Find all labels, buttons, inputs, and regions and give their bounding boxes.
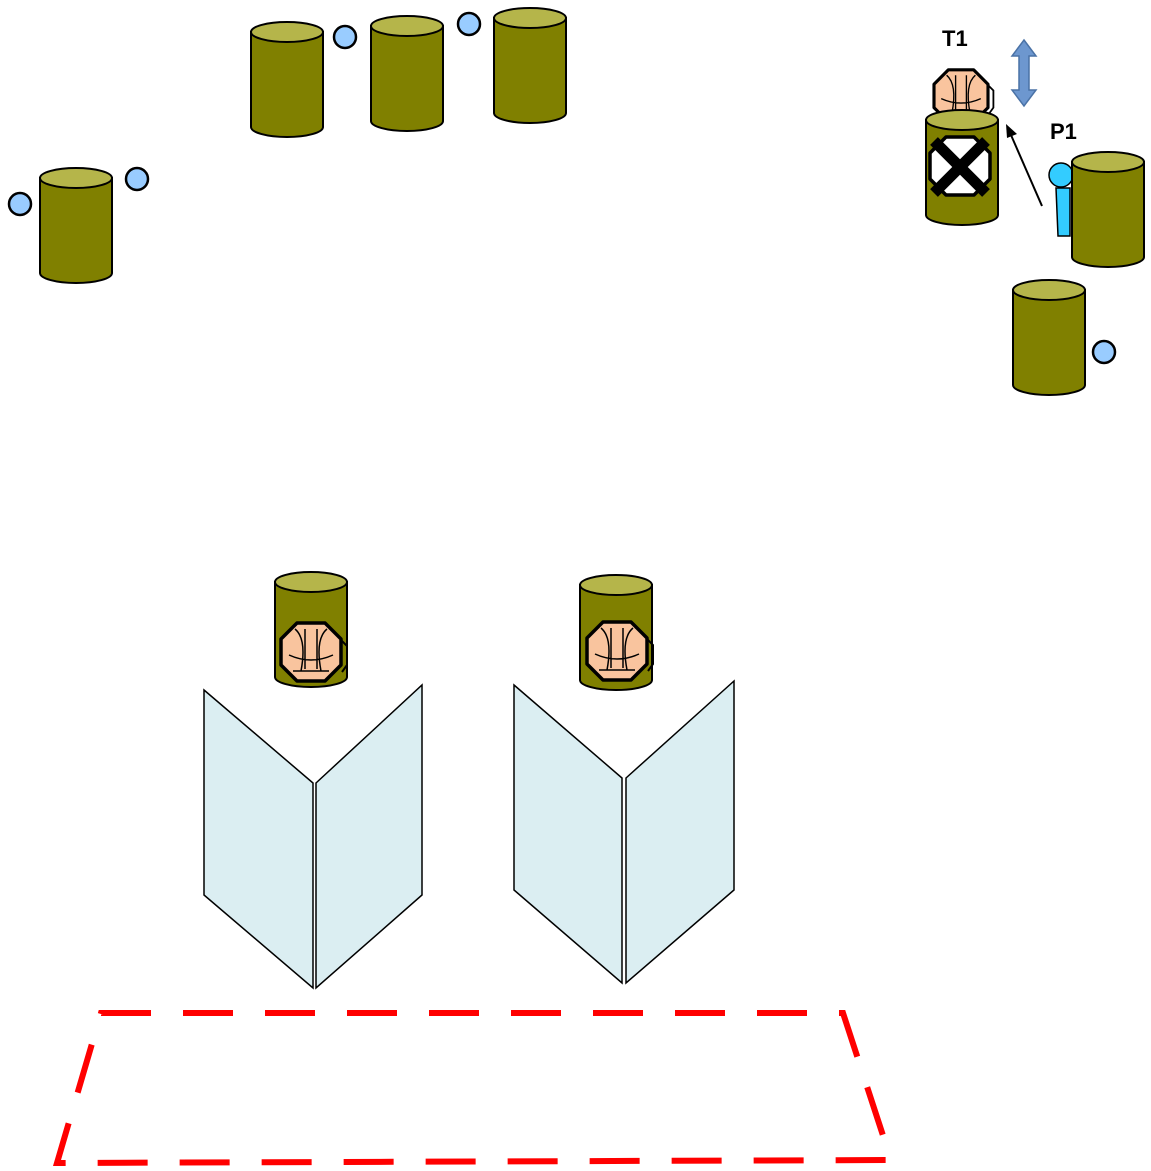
barrel-top-3: [493, 7, 567, 124]
up-down-arrow-icon: [1010, 38, 1038, 108]
barrel-right-lower: [1012, 279, 1086, 396]
player-label: P1: [1050, 119, 1077, 144]
barrel-top-1: [250, 21, 324, 138]
circle-marker-icon: [1091, 339, 1117, 365]
wall-v-left: [203, 683, 423, 990]
target-label: T1: [942, 26, 968, 51]
circle-marker-icon: [332, 24, 358, 50]
barrel-p1: [1071, 151, 1145, 268]
no-shoot-x-icon: [928, 135, 992, 197]
circle-marker-icon: [7, 191, 33, 217]
barrel-left: [39, 167, 113, 284]
shooter-icon: [1048, 162, 1074, 237]
circle-marker-icon: [124, 166, 150, 192]
circle-marker-icon: [456, 11, 482, 37]
start-box: [52, 1010, 896, 1167]
shooting-direction-arrow: [1006, 124, 1043, 207]
wall-v-right: [513, 679, 735, 985]
barrel-top-2: [370, 15, 444, 132]
